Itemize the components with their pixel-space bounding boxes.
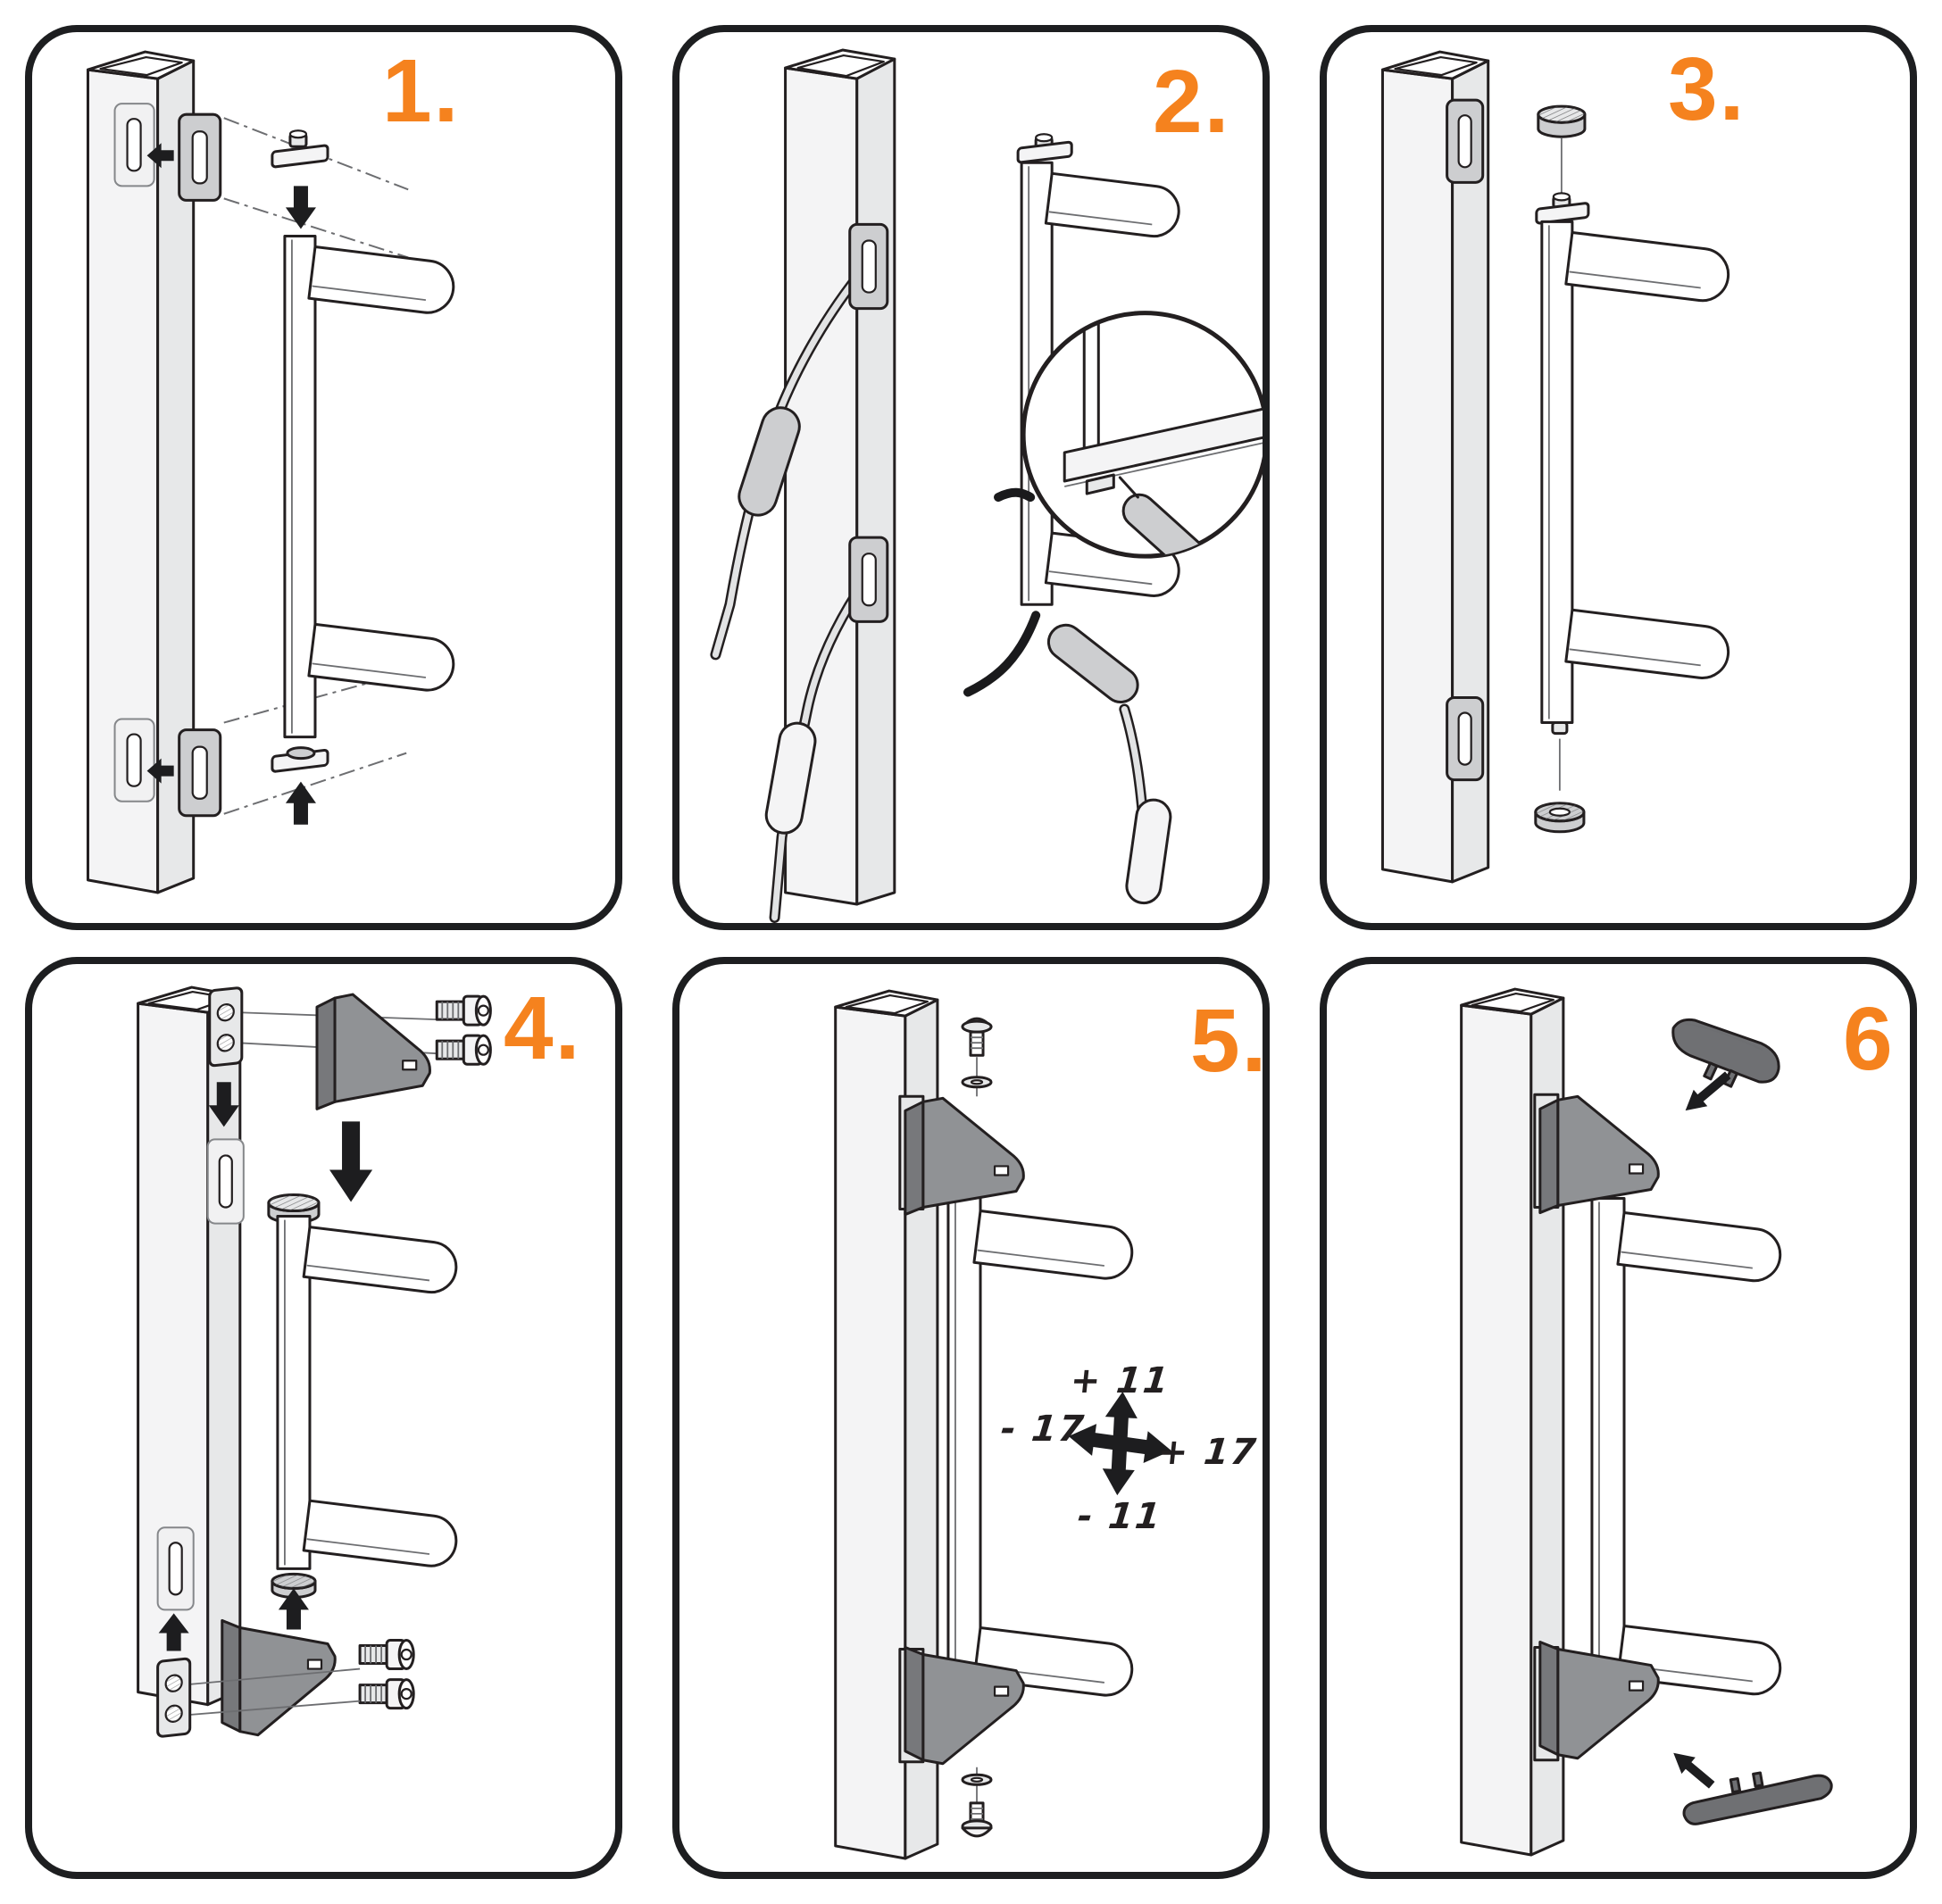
- handle-bracket-bottom: [221, 1618, 337, 1737]
- guide-line: [182, 1667, 361, 1686]
- handle-bracket-top: [1538, 1094, 1660, 1215]
- panel-2-illustration: [710, 48, 1263, 923]
- step-number-5: 5.: [1190, 991, 1269, 1091]
- screw-icon: [358, 1638, 415, 1671]
- cable-bottom: [764, 574, 871, 923]
- handle-bracket-top: [315, 993, 431, 1110]
- down-arrow-icon: [208, 1082, 239, 1127]
- down-arrow-icon: [285, 186, 316, 229]
- clip-bracket-ghost-top: [113, 103, 155, 187]
- clip-bracket-top: [178, 112, 222, 202]
- screw-icon: [961, 1801, 993, 1838]
- cover-cap-bottom: [1682, 1771, 1833, 1825]
- handle: [271, 129, 455, 825]
- clip-bracket-bottom: [848, 536, 889, 623]
- clip-bracket-ghost-bottom: [156, 1526, 195, 1611]
- washer-icon: [961, 1773, 993, 1786]
- big-down-arrow-icon: [329, 1121, 373, 1202]
- step-number-4: 4.: [504, 978, 582, 1078]
- washer-icon: [961, 1076, 993, 1089]
- left-arrow-icon: [146, 143, 174, 169]
- up-arrow-icon: [285, 781, 316, 825]
- clip-bracket-top: [1446, 98, 1485, 184]
- assembly-guide-line: [223, 197, 409, 259]
- step-panel-1: 1.: [25, 25, 622, 930]
- panel-5-illustration: [834, 989, 1171, 1860]
- step-panel-6: 6: [1320, 957, 1917, 1879]
- assembly-guide-line: [223, 752, 407, 815]
- step-number-6: 6: [1843, 989, 1895, 1089]
- left-arrow-icon: [146, 758, 174, 784]
- guide-line: [182, 1700, 361, 1717]
- panel-4-illustration: [137, 985, 492, 1738]
- adjustment-up-label: + 11: [1068, 1360, 1172, 1401]
- panel-6-illustration: [1460, 987, 1833, 1857]
- four-way-arrow-icon: [1068, 1392, 1171, 1496]
- handle-bracket-top: [904, 1096, 1025, 1217]
- knurled-cap-top: [1537, 104, 1587, 138]
- adjustment-right-label: + 17: [1155, 1432, 1260, 1473]
- door-profile: [1460, 987, 1565, 1857]
- black-cable: [963, 611, 1041, 697]
- step-number-2: 2.: [1153, 52, 1231, 152]
- handle: [276, 1215, 458, 1570]
- cable-top: [710, 261, 871, 661]
- step-panel-5: 5. + 11 - 17 + 17 - 11: [672, 957, 1270, 1879]
- clip-bracket-bottom: [1446, 695, 1485, 782]
- down-left-arrow-icon: [1685, 1071, 1731, 1111]
- handle-bracket-bottom: [904, 1646, 1025, 1766]
- clip-bracket-ghost-bottom: [113, 718, 155, 802]
- door-profile: [834, 989, 939, 1860]
- black-cable: [994, 487, 1036, 503]
- step-panel-3: 3.: [1320, 25, 1917, 930]
- screw-icon: [358, 1678, 415, 1710]
- screw-icon: [435, 1034, 492, 1066]
- panel-3-illustration: [1380, 50, 1730, 884]
- step-panel-4: 4.: [25, 957, 622, 1879]
- magnifier-detail: [1021, 311, 1263, 559]
- handle: [1535, 192, 1730, 736]
- handle: [946, 1195, 1134, 1712]
- mounting-plate-top: [208, 986, 244, 1068]
- step-number-1: 1.: [382, 41, 461, 141]
- clip-bracket-ghost-top: [206, 1138, 245, 1225]
- handle: [1590, 1197, 1782, 1710]
- up-arrow-icon: [278, 1588, 309, 1630]
- clip-bracket-bottom: [178, 728, 222, 818]
- step-number-3: 3.: [1668, 39, 1746, 139]
- door-profile: [1380, 50, 1490, 884]
- knurled-nut-bottom: [1534, 802, 1586, 834]
- up-left-arrow-icon: [1673, 1752, 1715, 1789]
- adjustment-left-label: - 17: [998, 1409, 1088, 1450]
- step-panel-2: 2.: [672, 25, 1270, 930]
- clip-bracket-top: [848, 222, 889, 311]
- screw-icon: [435, 994, 492, 1027]
- handle-bracket-bottom: [1538, 1640, 1660, 1760]
- panel-1-illustration: [86, 50, 455, 894]
- cover-cap-top: [1671, 1018, 1780, 1088]
- adjustment-down-label: - 11: [1075, 1496, 1164, 1537]
- cable-connector-right: [1046, 623, 1172, 905]
- screw-icon: [961, 1017, 993, 1057]
- up-arrow-icon: [158, 1613, 189, 1651]
- door-profile: [86, 50, 196, 894]
- mounting-plate-bottom: [156, 1657, 192, 1738]
